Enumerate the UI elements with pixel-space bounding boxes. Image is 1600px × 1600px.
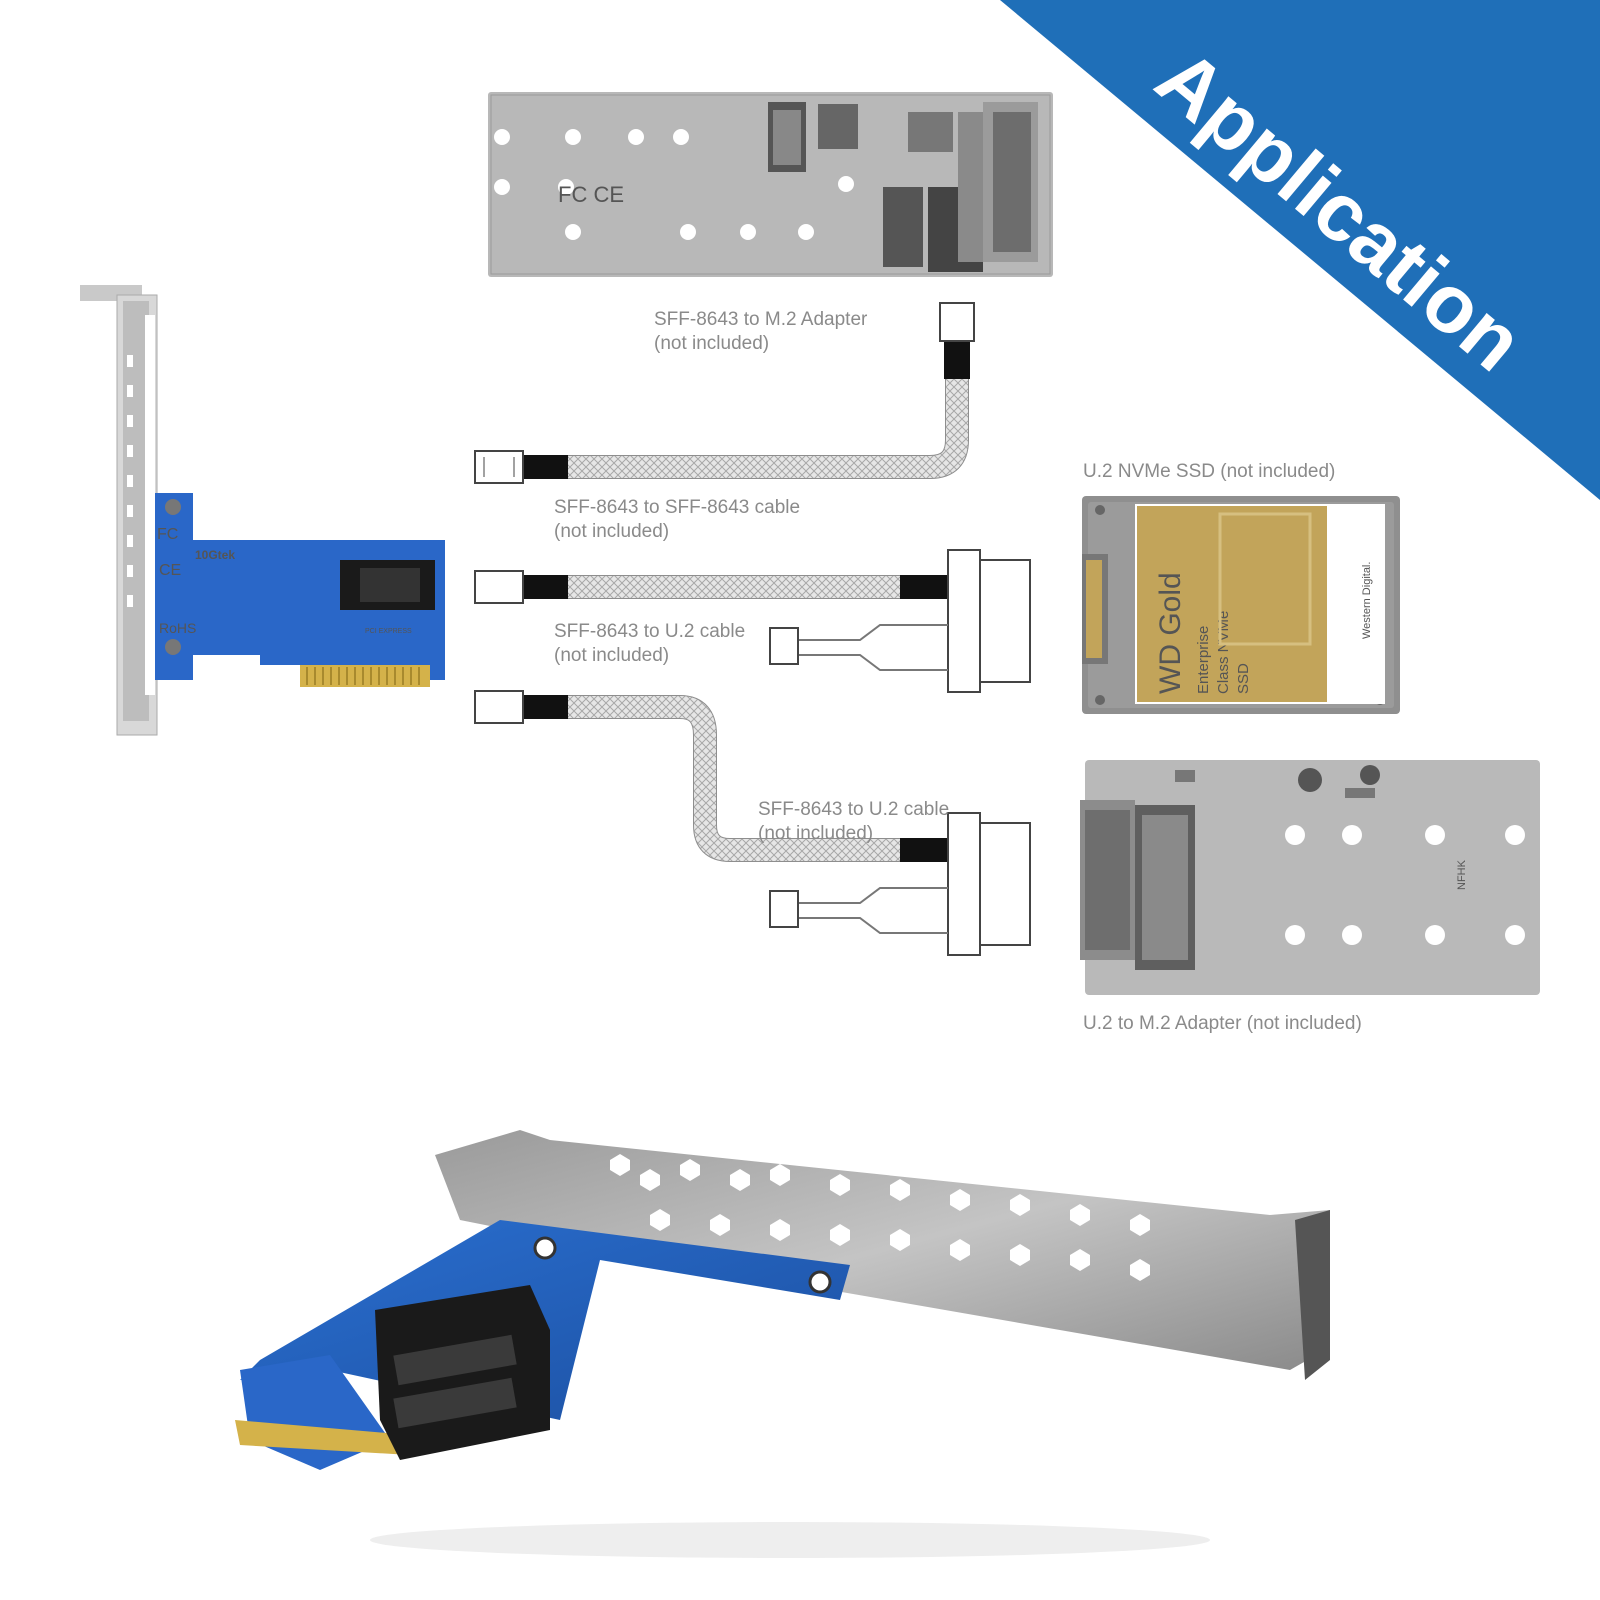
card-rohs-mark: RoHS bbox=[159, 620, 196, 636]
sff8643-m2-adapter-image: FC CE bbox=[488, 92, 1053, 277]
card-pci-mark: PCI EXPRESS bbox=[365, 628, 412, 635]
label-cable-u2-a: SFF-8643 to U.2 cable (not included) bbox=[554, 620, 745, 668]
label-m2-adapter-line1: SFF-8643 to M.2 Adapter bbox=[654, 309, 868, 330]
label-u2-m2-adapter-note: (not included) bbox=[1246, 1013, 1362, 1034]
label-sff8643-m2-adapter: SFF-8643 to M.2 Adapter (not included) bbox=[654, 308, 867, 356]
u2-m2-adapter-image: NFHK bbox=[1080, 760, 1540, 995]
label-cable-sff-sff: SFF-8643 to SFF-8643 cable (not included… bbox=[554, 496, 800, 544]
ssd-maker: Western Digital. bbox=[1361, 562, 1373, 639]
ssd-line2: Class NVMe bbox=[1215, 611, 1232, 694]
svg-text:NFHK: NFHK bbox=[1456, 859, 1468, 890]
label-m2-adapter-line2: (not included) bbox=[654, 333, 770, 354]
application-banner: Application bbox=[1000, 0, 1600, 500]
pcie-card-side-image: 10Gtek FC CE RoHS PCI EXPRESS bbox=[80, 285, 445, 736]
label-cable-u2-a-line2: (not included) bbox=[554, 645, 670, 666]
card-brand: 10Gtek bbox=[195, 548, 235, 562]
label-cable-u2-b-line1: SFF-8643 to U.2 cable bbox=[758, 799, 950, 820]
label-u2-ssd-note: (not included) bbox=[1220, 461, 1336, 482]
card-ce-mark: CE bbox=[159, 562, 181, 579]
ssd-line3: SSD bbox=[1235, 663, 1252, 694]
card-fc-mark: FC bbox=[157, 526, 178, 543]
label-cable-sff-sff-line1: SFF-8643 to SFF-8643 cable bbox=[554, 497, 801, 518]
label-u2-m2-adapter: U.2 to M.2 Adapter (not included) bbox=[1083, 1012, 1362, 1036]
pcie-card-product-photo bbox=[235, 1130, 1330, 1558]
label-cable-u2-b-line2: (not included) bbox=[758, 823, 874, 844]
label-cable-u2-a-line1: SFF-8643 to U.2 cable bbox=[554, 621, 746, 642]
label-u2-m2-adapter-title: U.2 to M.2 Adapter bbox=[1083, 1013, 1242, 1034]
ssd-line1: Enterprise bbox=[1195, 626, 1212, 694]
u2-nvme-ssd-image: WD Gold Enterprise Class NVMe SSD Wester… bbox=[1082, 496, 1400, 714]
ssd-brand: WD Gold bbox=[1154, 572, 1187, 694]
label-cable-sff-sff-line2: (not included) bbox=[554, 521, 670, 542]
cables-diagram bbox=[474, 302, 1031, 956]
label-cable-u2-b: SFF-8643 to U.2 cable (not included) bbox=[758, 798, 949, 846]
svg-text:FC CE: FC CE bbox=[558, 182, 624, 207]
label-u2-ssd: U.2 NVMe SSD (not included) bbox=[1083, 460, 1335, 484]
label-u2-ssd-title: U.2 NVMe SSD bbox=[1083, 461, 1215, 482]
